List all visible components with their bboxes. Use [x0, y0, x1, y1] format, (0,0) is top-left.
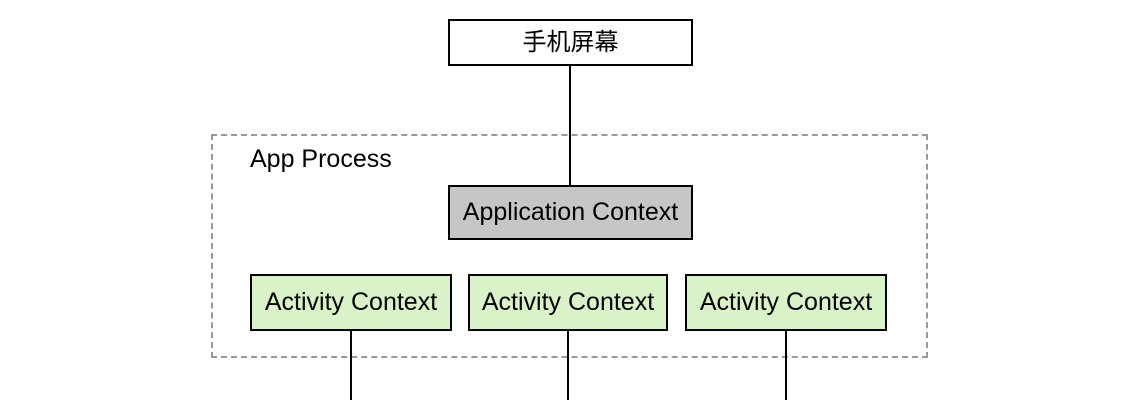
node-application-context: Application Context — [448, 185, 693, 240]
node-activity-context-2-label: Activity Context — [481, 288, 655, 316]
connector-phone-to-application — [569, 66, 571, 185]
node-activity-context-3-label: Activity Context — [699, 288, 873, 316]
node-activity-context-1-label: Activity Context — [264, 288, 438, 316]
connector-activity-3-down — [785, 331, 787, 400]
app-process-label: App Process — [250, 145, 392, 173]
node-phone-screen-label: 手机屏幕 — [522, 28, 619, 56]
connector-activity-2-down — [567, 331, 569, 400]
node-activity-context-2: Activity Context — [468, 274, 668, 331]
node-application-context-label: Application Context — [462, 198, 679, 226]
node-activity-context-3: Activity Context — [685, 274, 887, 331]
node-activity-context-1: Activity Context — [250, 274, 452, 331]
connector-activity-1-down — [350, 331, 352, 400]
node-phone-screen: 手机屏幕 — [448, 19, 693, 66]
